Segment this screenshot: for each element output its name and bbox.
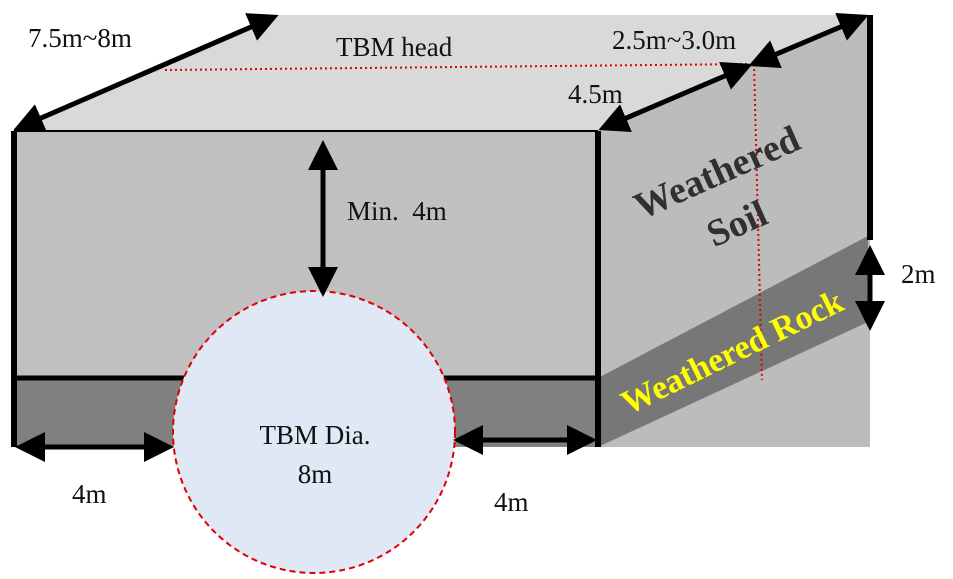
box-length-label: 7.5m~8m xyxy=(28,23,132,53)
rock-layer-side xyxy=(598,236,868,447)
box-depth-arrow xyxy=(598,62,753,132)
tbm-head-label: TBM head xyxy=(336,32,453,62)
tbm-dia-label-line2: 8m xyxy=(298,459,333,489)
box-front-face xyxy=(14,131,598,447)
tbm-dia-label-line1: TBM Dia. xyxy=(260,420,371,450)
min-cover-label: Min. 4m xyxy=(347,196,447,226)
left-clearance-label: 4m xyxy=(72,479,107,509)
head-offset-arrow xyxy=(748,12,869,69)
right-clearance-label: 4m xyxy=(494,487,529,517)
box-length-arrow xyxy=(13,13,279,132)
head-offset-label: 2.5m~3.0m xyxy=(612,25,736,55)
rock-thickness-label: 2m xyxy=(901,259,936,289)
box-depth-label: 4.5m xyxy=(568,79,623,109)
